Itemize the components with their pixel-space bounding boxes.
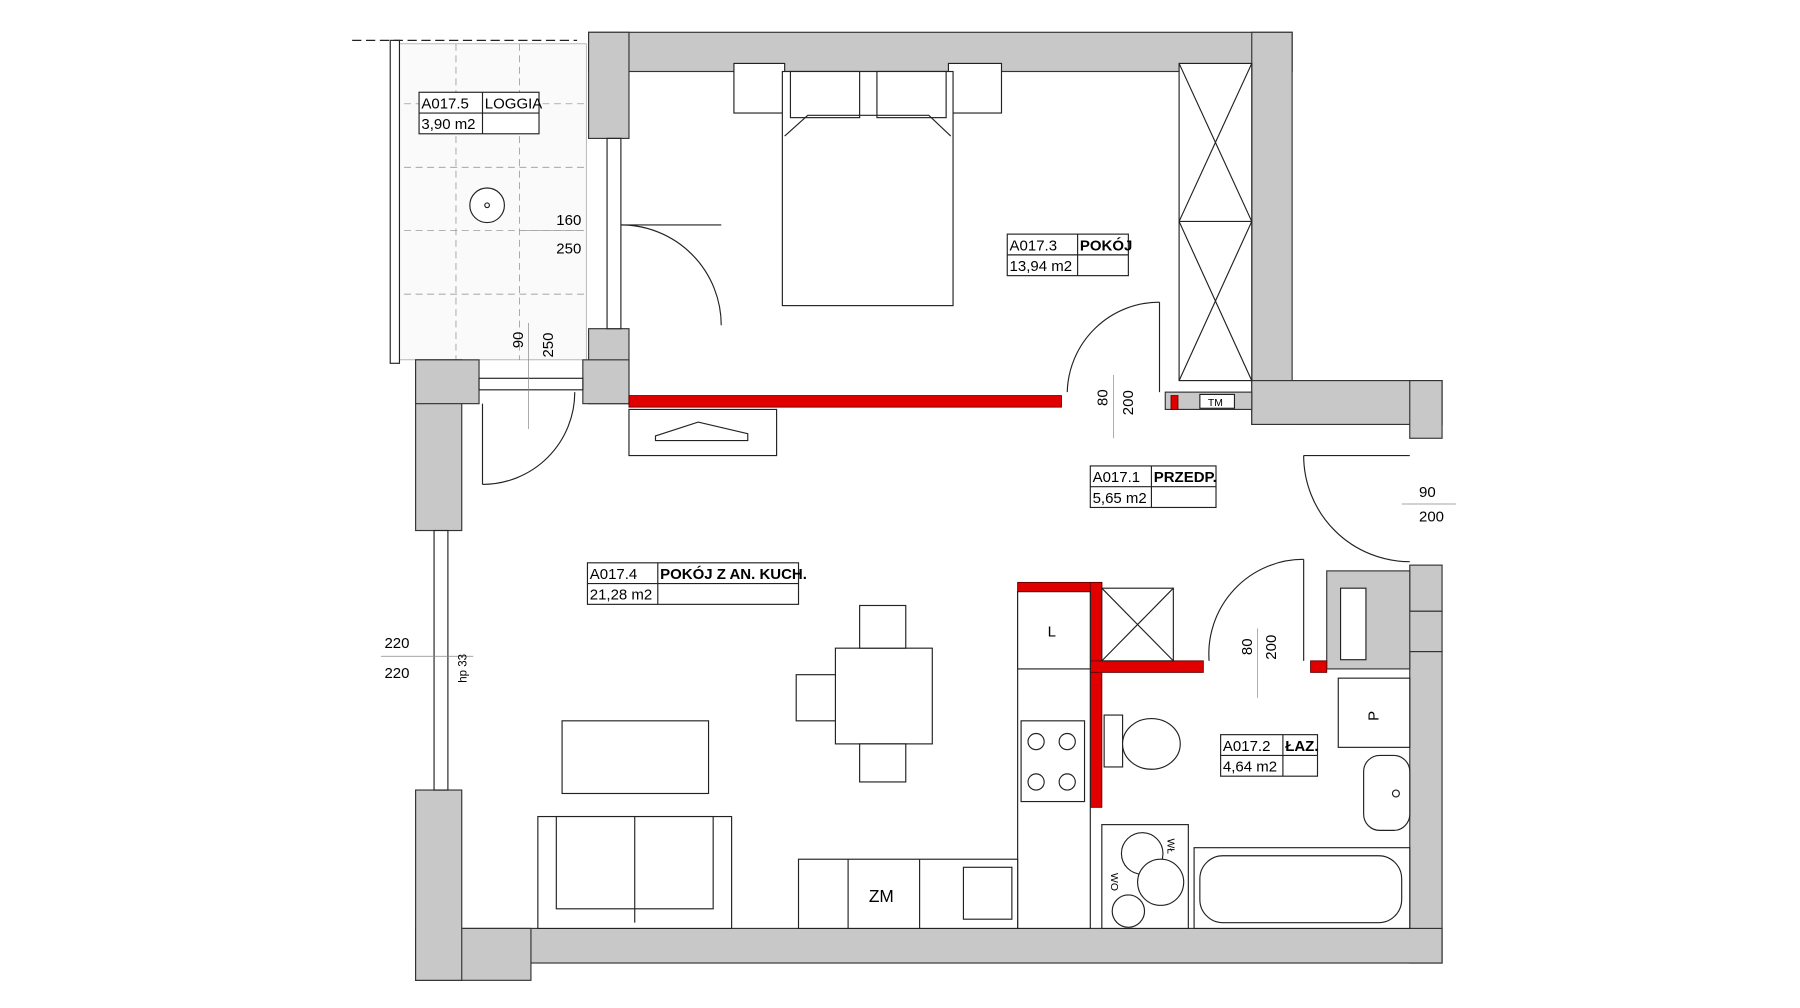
windows bbox=[433, 137, 622, 791]
svg-text:90: 90 bbox=[510, 332, 527, 349]
svg-text:90: 90 bbox=[1419, 484, 1436, 501]
room-label-living-kitchen: A017.4 POKÓJ Z AN. KUCH. 21,28 m2 bbox=[586, 562, 807, 605]
wl-label: WŁ bbox=[1165, 838, 1176, 854]
walls bbox=[415, 31, 1443, 981]
nightstand bbox=[947, 62, 1003, 114]
dimensions: 160 250 90 250 80 200 90 200 80 200 220 … bbox=[381, 212, 1456, 698]
svg-text:21,28 m2: 21,28 m2 bbox=[590, 587, 652, 604]
sofa bbox=[537, 815, 733, 929]
svg-text:A017.1: A017.1 bbox=[1093, 469, 1141, 486]
svg-text:160: 160 bbox=[556, 212, 581, 229]
svg-text:ŁAZ.: ŁAZ. bbox=[1285, 738, 1318, 755]
toilet bbox=[1103, 714, 1181, 770]
svg-text:13,94 m2: 13,94 m2 bbox=[1010, 258, 1072, 275]
stove bbox=[1020, 720, 1086, 803]
svg-text:A017.2: A017.2 bbox=[1223, 738, 1271, 755]
sink bbox=[962, 866, 1013, 920]
svg-text:200: 200 bbox=[1419, 508, 1444, 525]
washbasin bbox=[1363, 754, 1411, 831]
kitchen-counter bbox=[1017, 591, 1091, 929]
wo-label: WO bbox=[1108, 873, 1119, 891]
room-label-loggia: A017.5 LOGGIA 3,90 m2 bbox=[418, 91, 542, 135]
bottom-counter bbox=[797, 858, 1019, 929]
svg-text:3,90 m2: 3,90 m2 bbox=[421, 116, 475, 133]
zm-label: ZM bbox=[869, 886, 894, 906]
bathtub bbox=[1193, 847, 1411, 929]
svg-text:80: 80 bbox=[1239, 638, 1256, 655]
furniture: TM L ZM P WŁ WO bbox=[537, 62, 1411, 929]
nightstand bbox=[733, 62, 786, 114]
dining-table bbox=[834, 647, 933, 745]
shower bbox=[1101, 587, 1174, 662]
svg-text:A017.3: A017.3 bbox=[1010, 237, 1058, 254]
boiler-area bbox=[1101, 824, 1189, 929]
svg-text:POKÓJ: POKÓJ bbox=[1080, 236, 1132, 254]
svg-text:200: 200 bbox=[1120, 390, 1137, 415]
svg-text:80: 80 bbox=[1095, 389, 1112, 406]
loggia bbox=[352, 39, 587, 364]
svg-text:220: 220 bbox=[384, 635, 409, 652]
room-label-bathroom: A017.2 ŁAZ. 4,64 m2 bbox=[1220, 734, 1319, 777]
svg-text:LOGGIA: LOGGIA bbox=[485, 95, 542, 112]
tv-unit bbox=[628, 408, 778, 457]
wardrobe bbox=[1178, 62, 1253, 382]
svg-text:200: 200 bbox=[1263, 635, 1280, 660]
svg-text:250: 250 bbox=[556, 241, 581, 258]
svg-text:5,65 m2: 5,65 m2 bbox=[1093, 490, 1147, 507]
room-label-hall: A017.1 PRZEDP. 5,65 m2 bbox=[1089, 465, 1217, 509]
room-label-bedroom: A017.3 POKÓJ 13,94 m2 bbox=[1006, 233, 1132, 277]
svg-text:PRZEDP.: PRZEDP. bbox=[1154, 469, 1217, 486]
svg-text:POKÓJ Z AN. KUCH.: POKÓJ Z AN. KUCH. bbox=[660, 565, 807, 583]
tm-label: TM bbox=[1208, 398, 1223, 409]
svg-text:250: 250 bbox=[540, 333, 557, 358]
svg-text:220: 220 bbox=[384, 665, 409, 682]
washer bbox=[1337, 677, 1411, 748]
fridge-label: L bbox=[1048, 624, 1056, 641]
svg-text:4,64 m2: 4,64 m2 bbox=[1223, 759, 1277, 776]
p-label: P bbox=[1366, 711, 1383, 721]
svg-text:hp 33: hp 33 bbox=[457, 654, 469, 683]
svg-text:A017.5: A017.5 bbox=[421, 95, 469, 112]
coffee-table bbox=[561, 720, 710, 795]
svg-text:A017.4: A017.4 bbox=[590, 566, 638, 583]
drain-icon bbox=[469, 187, 505, 224]
doors bbox=[481, 224, 1410, 661]
